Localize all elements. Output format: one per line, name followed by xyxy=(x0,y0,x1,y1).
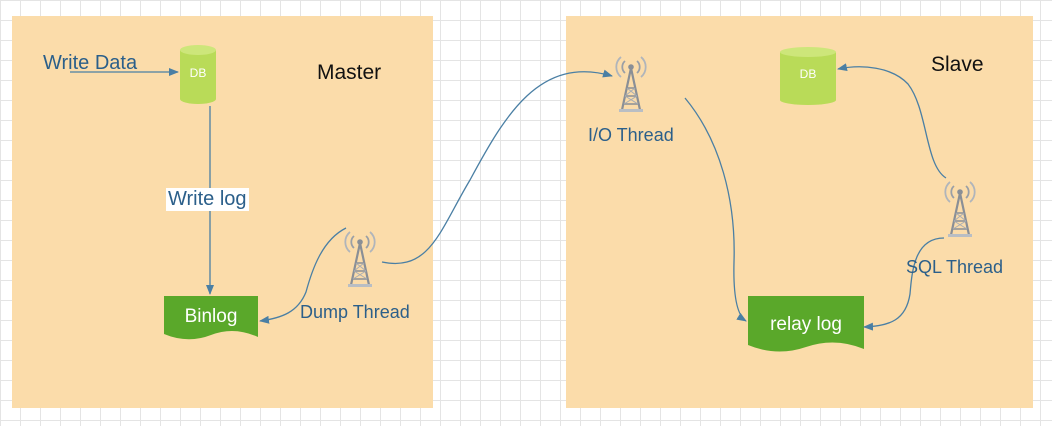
relay-log-label: relay log xyxy=(770,314,842,335)
binlog-label: Binlog xyxy=(184,306,238,327)
relay-log-shape xyxy=(748,296,864,352)
master-panel xyxy=(12,16,433,408)
master-db-icon xyxy=(180,45,216,104)
io-to-relay-arrow xyxy=(684,97,747,322)
binlog-shape xyxy=(164,296,258,340)
sql-thread-icon xyxy=(944,180,976,239)
write-log-label: Write log xyxy=(166,188,249,211)
dump-thread-label: Dump Thread xyxy=(300,302,410,322)
sql-to-slave-db-arrow xyxy=(837,63,947,179)
io-thread-icon xyxy=(615,55,647,114)
master-title: Master xyxy=(317,61,382,84)
sql-thread-label: SQL Thread xyxy=(906,257,1004,277)
write-data-label: Write Data xyxy=(43,52,138,74)
dump-thread-icon xyxy=(344,230,376,289)
dump-to-binlog-arrow xyxy=(259,227,347,324)
dump-to-io-arrow xyxy=(381,69,613,265)
slave-db-label: DB xyxy=(799,67,817,81)
master-db-label: DB xyxy=(189,66,207,80)
io-thread-label: I/O Thread xyxy=(588,125,674,145)
slave-title: Slave xyxy=(931,53,984,76)
slave-db-icon xyxy=(780,47,836,105)
sql-to-relay-arrow xyxy=(863,237,945,331)
